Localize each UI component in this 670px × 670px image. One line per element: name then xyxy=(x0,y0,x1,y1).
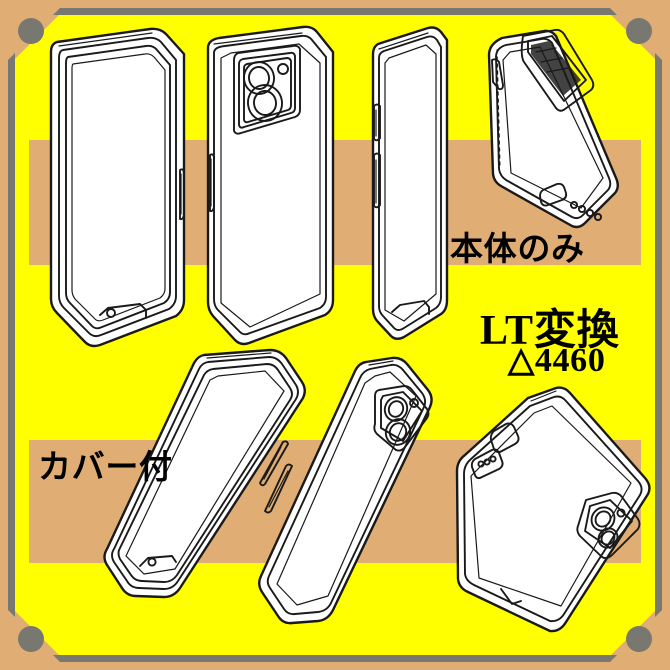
label-body-only: 本体のみ xyxy=(450,232,585,268)
corner-dot-top-right-icon xyxy=(626,18,652,44)
corner-dot-top-left-icon xyxy=(18,18,44,44)
decorative-frame xyxy=(8,8,662,662)
label-product-code: △4460 xyxy=(508,342,606,379)
corner-dot-bottom-right-icon xyxy=(626,626,652,652)
corner-dot-bottom-left-icon xyxy=(18,626,44,652)
label-brand-lt: LT変換 xyxy=(480,308,620,354)
label-with-cover: カバー付 xyxy=(38,450,173,486)
